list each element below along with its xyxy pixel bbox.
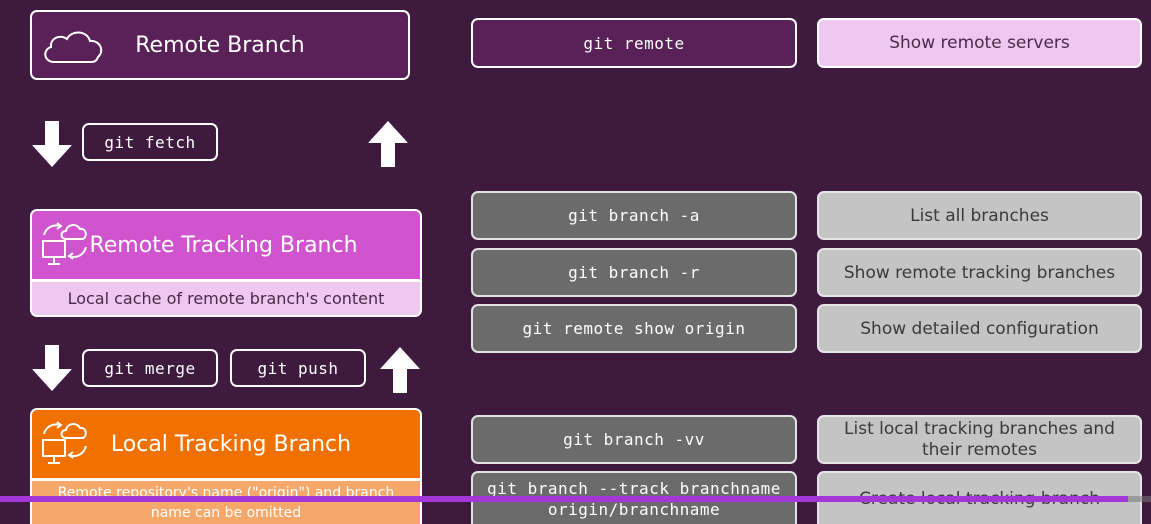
remote-branch-box: Remote Branch bbox=[30, 10, 410, 80]
remote-tracking-branch-title: Remote Tracking Branch bbox=[89, 232, 358, 258]
arrow-up-icon bbox=[368, 121, 408, 171]
cmd-git-branch-r: git branch -r bbox=[471, 248, 797, 297]
remote-tracking-branch-box: Remote Tracking Branch bbox=[30, 209, 422, 281]
remote-tracking-caption: Local cache of remote branch's content bbox=[30, 280, 422, 317]
arrow-up-icon bbox=[380, 347, 420, 397]
desc-show-remote-servers: Show remote servers bbox=[817, 18, 1142, 68]
cmd-git-remote-show-origin: git remote show origin bbox=[471, 304, 797, 353]
computer-cloud-sync-icon bbox=[40, 420, 90, 472]
local-tracking-branch-title: Local Tracking Branch bbox=[110, 431, 352, 457]
cmd-git-branch-vv: git branch -vv bbox=[471, 415, 797, 464]
desc-list-local-tracking-branches: List local tracking branches and their r… bbox=[817, 415, 1142, 464]
desc-show-detailed-configuration: Show detailed configuration bbox=[817, 304, 1142, 353]
desc-show-remote-tracking-branches: Show remote tracking branches bbox=[817, 248, 1142, 297]
local-tracking-branch-box: Local Tracking Branch bbox=[30, 408, 422, 480]
computer-cloud-sync-icon bbox=[40, 221, 90, 273]
video-progress-bar[interactable] bbox=[0, 496, 1151, 502]
desc-list-all-branches: List all branches bbox=[817, 191, 1142, 240]
video-progress-fill bbox=[0, 496, 1128, 502]
git-merge-label: git merge bbox=[82, 349, 218, 387]
cmd-git-branch-a: git branch -a bbox=[471, 191, 797, 240]
cmd-git-remote: git remote bbox=[471, 18, 797, 68]
arrow-down-icon bbox=[32, 345, 72, 395]
cloud-icon bbox=[40, 26, 110, 70]
arrow-down-icon bbox=[32, 121, 72, 171]
remote-branch-title: Remote Branch bbox=[135, 32, 305, 58]
git-fetch-label: git fetch bbox=[82, 123, 218, 161]
git-push-label: git push bbox=[230, 349, 366, 387]
